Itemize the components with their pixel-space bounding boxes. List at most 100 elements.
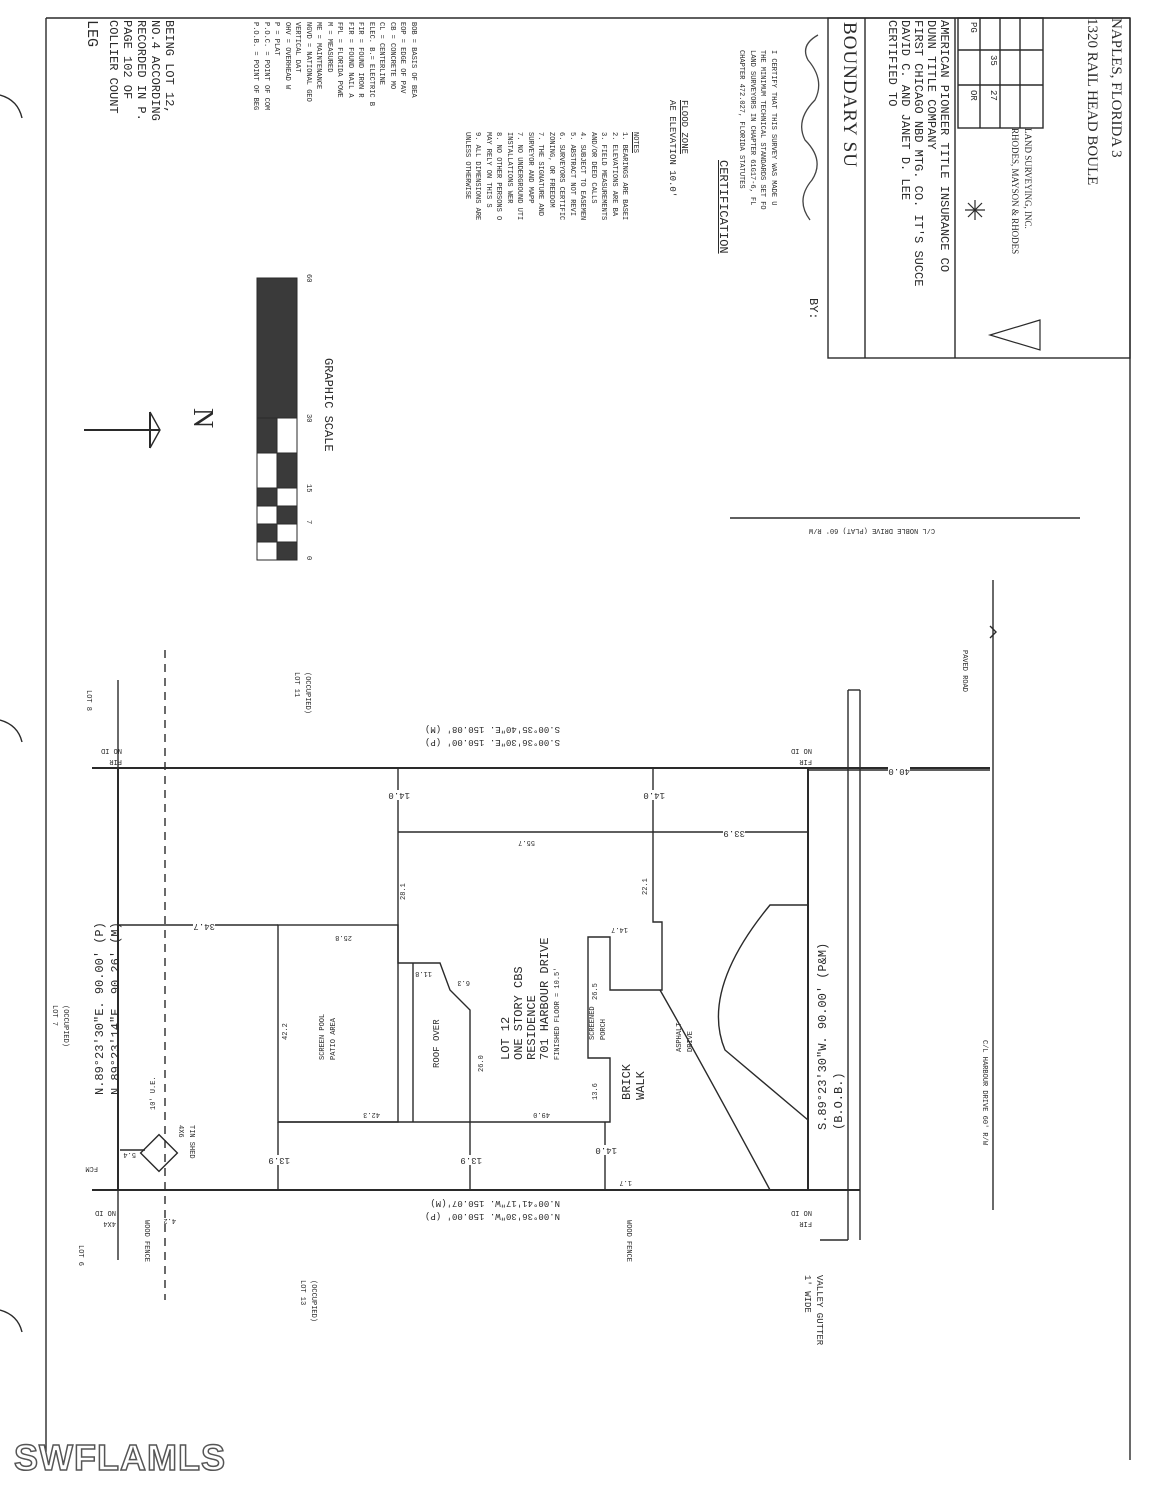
surveyor-signature: [801, 34, 820, 221]
note: 3. FIELD MEASUREMENTS: [599, 132, 608, 221]
tin-shed: [139, 1133, 179, 1173]
address-line: 1320 RAIL HEAD BOULE: [1084, 18, 1100, 186]
certified-to: AMERICAN PIONEER TITLE INSURANCE CO DUNN…: [885, 20, 951, 287]
west-line-bearings: N.89°23'30"E. 90.00' (P) N.89°23'14"E. 9…: [92, 922, 124, 1095]
abbreviation: BOB = BASIS OF BEA: [409, 22, 417, 98]
dim-top-14: 14.0: [388, 790, 410, 800]
abbreviation: FPL = FLORIDA POWE: [335, 22, 344, 98]
graphic-scale: [256, 277, 298, 561]
firm-line: LAND SURVEYING, INC.: [1023, 128, 1033, 229]
bearing: N.00°41'17"W. 150.07'(M): [430, 1198, 560, 1208]
iron-nw: FIR NO ID: [101, 745, 122, 766]
drive-line: DRIVE: [686, 1030, 695, 1052]
description-line: RECORDED IN P.: [134, 20, 148, 121]
abbreviation: P = PLAT: [272, 22, 281, 56]
scale-tick-0: 0: [304, 556, 312, 561]
grid-or: OR: [968, 90, 978, 101]
note: 9. ALL DIMENSIONS ARE: [473, 132, 482, 221]
residence-line: 701 HARBOUR DRIVE: [538, 937, 552, 1060]
abbreviation: FIR = FOUND IRON R: [356, 22, 365, 98]
certification-text: I CERTIFY THAT THIS SURVEY WAS MADE U TH…: [736, 50, 778, 210]
shed-label: TIN SHED 4X6: [175, 1125, 196, 1159]
gutter-line: VALLEY GUTTER: [814, 1275, 824, 1346]
lot-6-label: LOT 6: [76, 1245, 84, 1267]
bearing: S.00°36'30"E. 150.00' (P): [424, 737, 560, 747]
lot-8-label: LOT 8: [84, 690, 92, 712]
fcm-label: FCM: [85, 1164, 98, 1172]
scale-tick-30: 30: [304, 414, 312, 423]
north-label: N: [187, 408, 218, 429]
description-line: NO.4 ACCORDING: [148, 20, 162, 121]
binder-hole-2: [0, 719, 23, 743]
dim-6-3: 6.3: [457, 978, 470, 986]
note: ZONING, OR FREEDOM: [547, 132, 555, 208]
porch-line: PORCH: [599, 1018, 608, 1040]
certification-line: I CERTIFY THAT THIS SURVEY WAS MADE U: [769, 50, 777, 206]
bearing: N.00°36'30"W. 150.00' (P): [424, 1211, 560, 1221]
iron-line: FIR: [799, 757, 812, 765]
scale-tick-60: 60: [304, 274, 312, 283]
iron-line: NO ID: [94, 1208, 116, 1217]
dim-42-3: 42.3: [363, 1110, 380, 1118]
legend-heading: LEG: [83, 20, 100, 48]
dim-1-7: 1.7: [619, 1178, 632, 1186]
note: 1. BEARINGS ARE BASEI: [620, 132, 629, 221]
pavement-label: PAVED ROAD: [960, 650, 968, 693]
flood-zone: FLOOD ZONE AE ELEVATION 10.0': [666, 100, 690, 197]
dim-13-9-house: 13.9: [460, 1155, 482, 1165]
east-line-bearings: S.89°23'30"W. 90.00' (P&M) (B.O.B.): [815, 943, 847, 1130]
certification-line: CHAPTER 472.027, FLORIDA STATUTES: [737, 50, 746, 189]
certification-line: THE MINIMUM TECHNICAL STANDARDS SET FO: [758, 50, 767, 210]
note: MAY RELY ON THIS S: [484, 132, 492, 208]
survey-title: BOUNDARY SU: [839, 22, 860, 168]
shed-line: 4X6: [176, 1125, 185, 1138]
by-label: BY:: [806, 298, 820, 320]
iron-line: FIR: [109, 757, 122, 765]
note: 2. ELEVATIONS ARE BA: [610, 132, 618, 217]
bearing: S.89°23'30"W. 90.00' (P&M): [816, 942, 830, 1130]
pool-line: PATIO AREA: [329, 1017, 338, 1060]
certified-line: CERTIFIED TO: [885, 20, 899, 107]
dim-40-0: 40.0: [888, 766, 910, 776]
lot-13-line: LOT 13: [298, 1280, 307, 1306]
binder-hole-1: [0, 94, 23, 119]
pool-line: SCREEN POOL: [319, 1013, 327, 1060]
iron-sw: 4X4 NO ID: [95, 1207, 116, 1228]
lot-11-line: (OCCUPIED): [303, 672, 311, 715]
abbreviation: FIR = FOUND NAIL A: [346, 22, 354, 98]
firm-name: LAND SURVEYING, INC. RHODES, MAYSON & RH…: [1008, 128, 1034, 254]
abbreviations-list: BOB = BASIS OF BEA EOP = EDGE OF PAV CB …: [250, 22, 418, 110]
dim-11-8: 11.8: [415, 969, 432, 977]
south-line-bearings: N.00°36'30"W. 150.00' (P) N.00°41'17"W. …: [425, 1196, 560, 1222]
grid-value: 35: [988, 55, 998, 66]
gutter-line: 1' WIDE: [802, 1275, 812, 1313]
walk-line: BRICK: [620, 1063, 634, 1100]
bearing: N.89°23'30"E. 90.00' (P): [93, 922, 107, 1095]
flood-zone-heading: FLOOD ZONE: [679, 100, 689, 155]
wood-fence-left: WOOD FENCE: [142, 1220, 150, 1263]
dim-13-9-pool: 13.9: [268, 1155, 290, 1165]
note: UNLESS OTHERWISE: [463, 132, 471, 200]
walk-label: BRICK WALK: [620, 1064, 648, 1100]
dim-49-0: 49.0: [533, 1110, 550, 1118]
description-line: BEING LOT 12,: [162, 20, 176, 114]
north-line-bearings: S.00°36'30"E. 150.00' (P) S.00°35'40"E. …: [425, 722, 560, 748]
dim-28-1: 28.1: [400, 883, 408, 900]
certified-line: DAVID C. AND JANET D. LEE: [898, 20, 912, 201]
certified-line: FIRST CHICAGO NBD MTG. CO. IT'S SUCCE: [911, 20, 925, 287]
iron-line: FIR: [799, 1219, 812, 1227]
bearing: N.89°23'14"E. 90.26' (M): [109, 922, 123, 1095]
porch-line: SCREENED: [589, 1006, 597, 1040]
dim-34-7: 34.7: [193, 921, 215, 931]
drive-line: ASPHALT: [676, 1022, 684, 1052]
mls-watermark: SWFLAMLS: [13, 1436, 226, 1479]
dim-right-14: 14.0: [643, 790, 665, 800]
note: 4. SUBJECT TO EASEMEN: [578, 132, 587, 221]
binder-hole-3: [0, 1309, 23, 1333]
abbreviation: VERTICAL DAT: [293, 22, 302, 73]
lot-7-label: (OCCUPIED) LOT 7: [49, 1005, 70, 1047]
dim-26-5: 26.5: [592, 983, 600, 1000]
iron-line: 4X4: [103, 1219, 116, 1227]
residence-line: FINISHED FLOOR = 10.5': [554, 967, 562, 1060]
lot-13-line: (OCCUPIED): [309, 1280, 317, 1323]
